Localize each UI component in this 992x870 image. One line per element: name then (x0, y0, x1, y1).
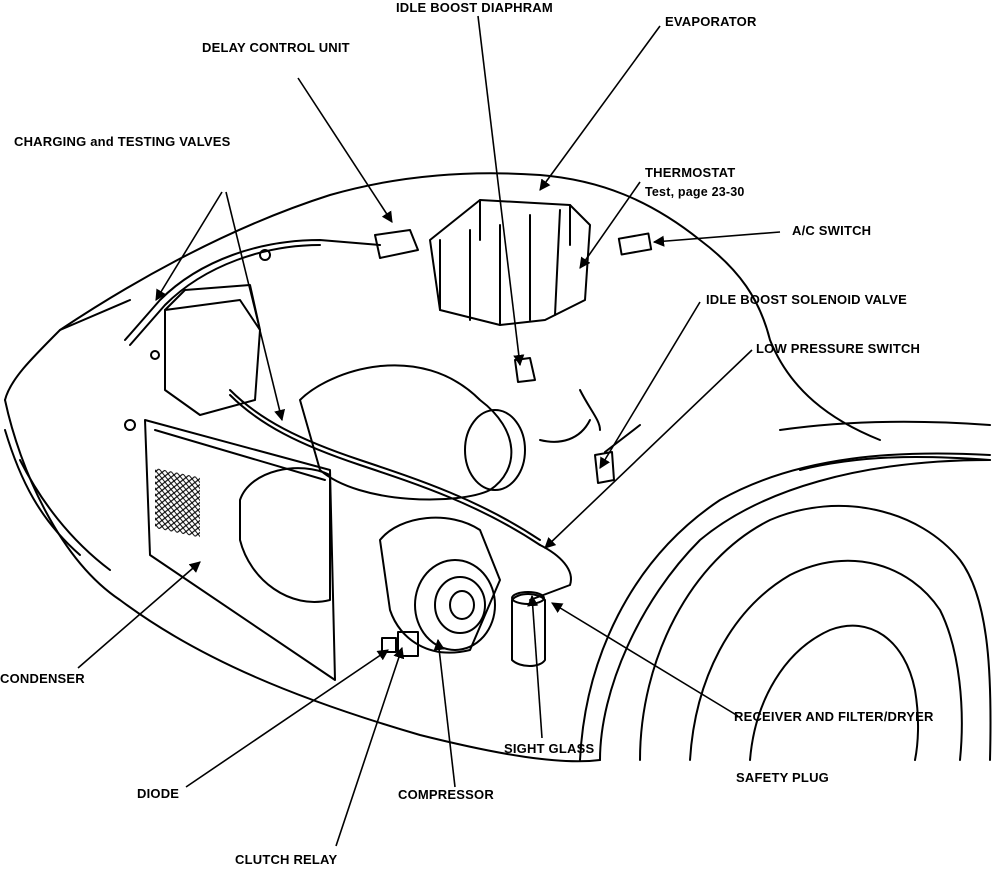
leader-clutch-relay (335, 646, 405, 847)
refrigerant-line-mid (229, 389, 541, 541)
compressor-body (379, 516, 501, 654)
leader-charging-valve-left (155, 191, 223, 301)
wheel-rim (749, 624, 920, 761)
fender-line (599, 459, 991, 761)
evaporator-box (429, 199, 591, 326)
leader-charging-valve-right (225, 191, 286, 422)
refrigerant-line-upper (124, 239, 381, 341)
label-charging-testing-valves: CHARGING and TESTING VALVES (14, 134, 231, 149)
leader-sight-glass (527, 594, 543, 739)
low-pressure-switch-component (594, 451, 615, 484)
wheel-arch (579, 452, 991, 761)
leader-idle-boost-solenoid (599, 301, 701, 469)
leader-receiver-dryer (551, 602, 739, 717)
leader-delay-control-unit (297, 77, 393, 223)
diode-component (381, 637, 397, 653)
leader-compressor (433, 638, 456, 788)
leader-low-pressure-switch (544, 349, 753, 549)
leader-diode (185, 649, 389, 788)
tire-outer (639, 504, 992, 761)
label-diode: DIODE (137, 786, 180, 801)
tire-inner (689, 559, 963, 761)
label-thermostat: THERMOSTAT (645, 165, 736, 180)
receiver-dryer (511, 593, 546, 667)
delay-control-unit (374, 229, 419, 259)
label-idle-boost-diaphram: IDLE BOOST DIAPHRAM (396, 0, 553, 15)
label-sight-glass: SIGHT GLASS (504, 741, 595, 756)
label-safety-plug: SAFETY PLUG (736, 770, 829, 785)
label-compressor: COMPRESSOR (398, 787, 494, 802)
battery (164, 299, 261, 416)
leader-ac-switch (652, 231, 781, 247)
front-bumper (4, 399, 601, 763)
label-condenser: CONDENSER (0, 671, 85, 686)
leader-idle-boost-diaphram (477, 15, 525, 367)
leader-evaporator (539, 25, 661, 191)
front-fascia (4, 299, 131, 401)
label-idle-boost-solenoid-valve: IDLE BOOST SOLENOID VALVE (706, 292, 907, 307)
clutch-relay-component (397, 631, 419, 657)
air-cleaner (299, 364, 513, 501)
label-ac-switch: A/C SWITCH (792, 223, 872, 238)
cooling-fan (239, 467, 331, 603)
leader-thermostat (579, 181, 641, 269)
label-delay-control-unit: DELAY CONTROL UNIT (202, 40, 350, 55)
label-evaporator: EVAPORATOR (665, 14, 757, 29)
ac-switch-component (617, 232, 653, 256)
idle-boost-solenoid (514, 357, 536, 383)
label-receiver-filter-dryer: RECEIVER AND FILTER/DRYER (734, 709, 934, 724)
refrigerant-line-right (529, 544, 572, 601)
compressor-pulley (414, 559, 496, 651)
leader-condenser (77, 561, 201, 669)
body-lower (4, 429, 81, 556)
condenser-frame (144, 419, 336, 681)
label-clutch-relay: CLUTCH RELAY (235, 852, 338, 867)
air-cleaner-end (464, 409, 526, 491)
label-thermostat-test: Test, page 23-30 (645, 185, 745, 199)
label-low-pressure-switch: LOW PRESSURE SWITCH (756, 341, 921, 356)
